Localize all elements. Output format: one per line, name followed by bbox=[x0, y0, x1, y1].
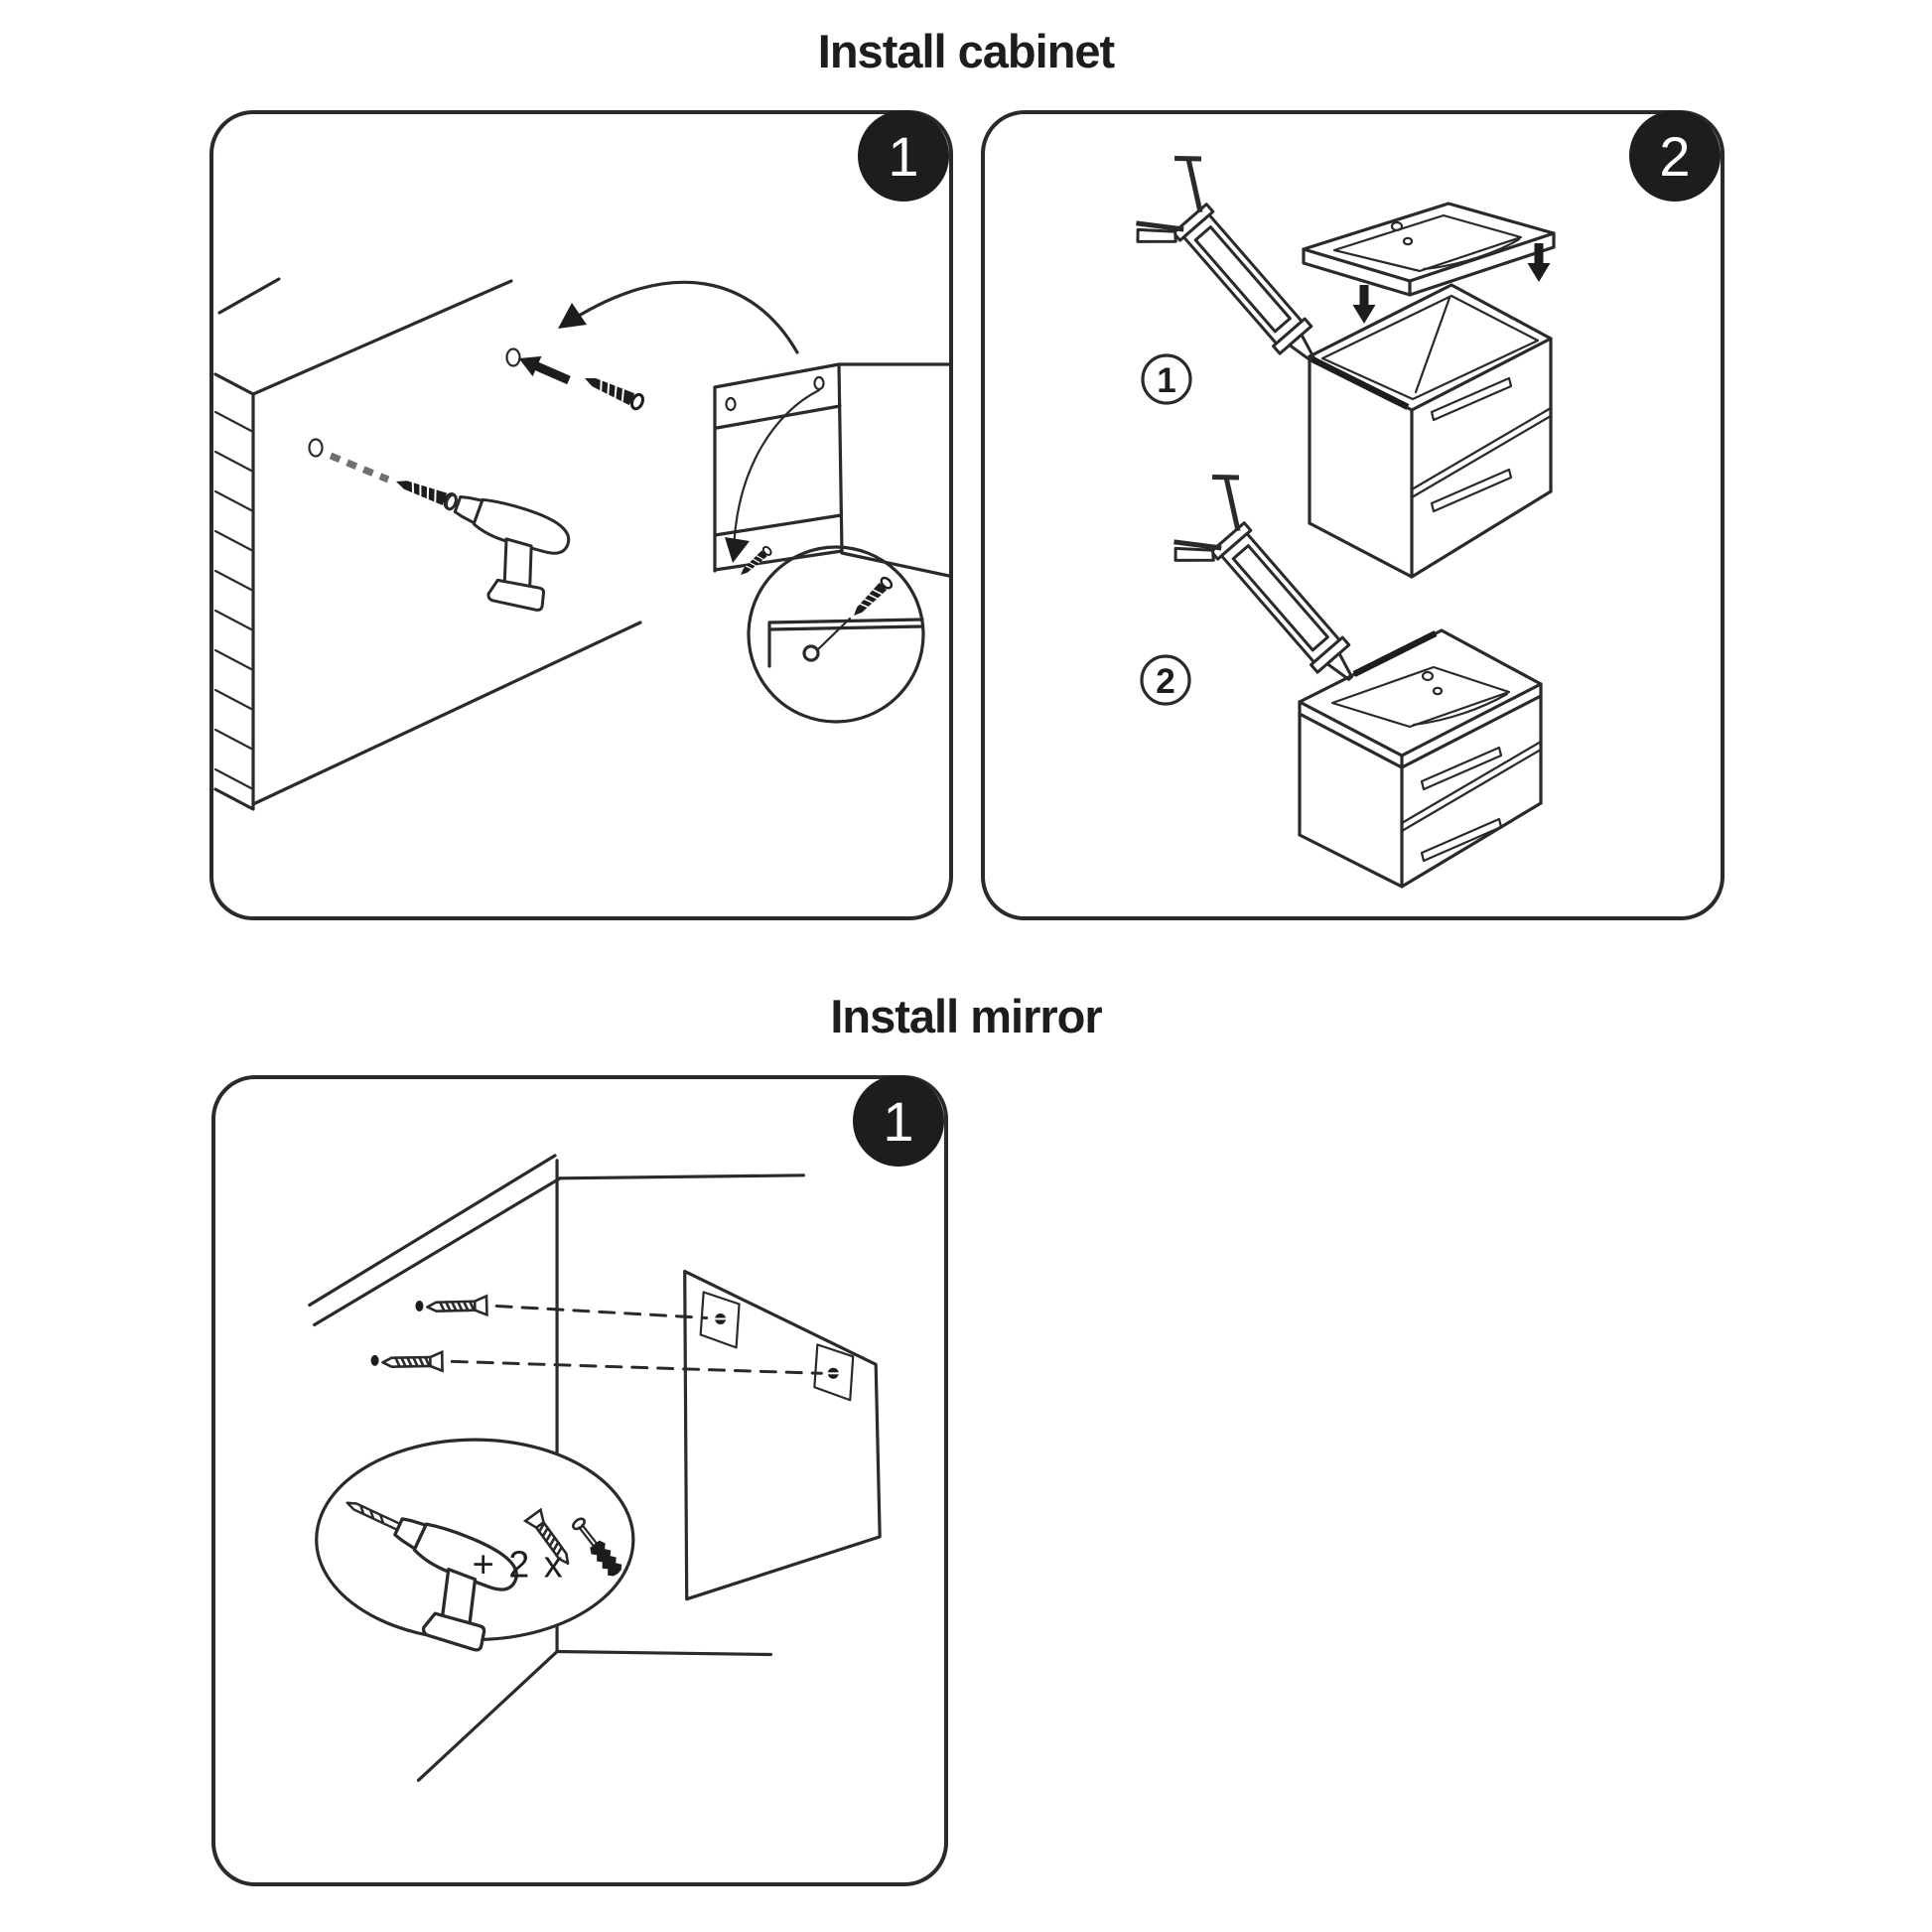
washbasin-top bbox=[1302, 202, 1556, 297]
keyhole-detail-circle bbox=[747, 545, 925, 724]
cabinet-step1-illustration bbox=[213, 277, 949, 811]
substep-2-number: 2 bbox=[1156, 662, 1174, 701]
sealant-bead bbox=[1352, 630, 1438, 677]
alignment-dashed-line bbox=[494, 1304, 709, 1319]
substep-1-number: 1 bbox=[1157, 361, 1175, 400]
vanity-cabinet-with-basin bbox=[1298, 628, 1543, 889]
mirror-with-keyhole-plates bbox=[683, 1269, 882, 1601]
section-title-install-cabinet: Install cabinet bbox=[817, 25, 1115, 77]
cabinet-back-frame bbox=[713, 362, 949, 580]
substep-1: 1 bbox=[1112, 145, 1556, 579]
step-badge: 1 bbox=[858, 110, 949, 202]
panel-mirror-step-1: 1 bbox=[211, 1075, 948, 1886]
panel-cabinet-step-2: 2 1 bbox=[981, 110, 1725, 920]
step-badge: 2 bbox=[1629, 110, 1721, 202]
arrow-to-hole-icon bbox=[518, 355, 571, 385]
drill-hole bbox=[415, 1300, 424, 1311]
rotation-arrow bbox=[558, 280, 799, 354]
wall-screws-and-guides bbox=[370, 1295, 823, 1375]
step-badge: 1 bbox=[853, 1075, 944, 1167]
drill-hole bbox=[370, 1354, 379, 1366]
open-vanity-cabinet bbox=[1308, 283, 1553, 579]
sealant-bead bbox=[1311, 356, 1410, 410]
tools-oval-inset: + 2 x bbox=[315, 1438, 635, 1661]
keyhole-plate bbox=[699, 1291, 741, 1349]
substep-2: 2 bbox=[1140, 464, 1543, 889]
wall-cross-section bbox=[213, 277, 642, 811]
wall-plug-sketch bbox=[329, 452, 390, 483]
cabinet-step2-illustration: 1 bbox=[985, 114, 1556, 889]
keyhole-fastener-icon bbox=[827, 1367, 840, 1379]
keyhole-fastener-icon bbox=[714, 1312, 727, 1324]
mirror-step1-illustration: + 2 x bbox=[308, 1154, 882, 1782]
wall-plug-icon bbox=[572, 1517, 622, 1577]
quantity-label: + 2 x bbox=[473, 1545, 565, 1587]
power-drill-icon bbox=[345, 1501, 526, 1661]
down-arrow-icon bbox=[1352, 285, 1376, 324]
panel-cabinet-step-1: 1 bbox=[209, 110, 953, 920]
upper-wall-screw bbox=[505, 347, 647, 412]
alignment-dashed-line bbox=[450, 1359, 823, 1375]
power-drill-icon bbox=[429, 484, 576, 621]
lower-wall-screw-and-drill bbox=[308, 438, 576, 621]
section-title-install-mirror: Install mirror bbox=[830, 990, 1102, 1042]
